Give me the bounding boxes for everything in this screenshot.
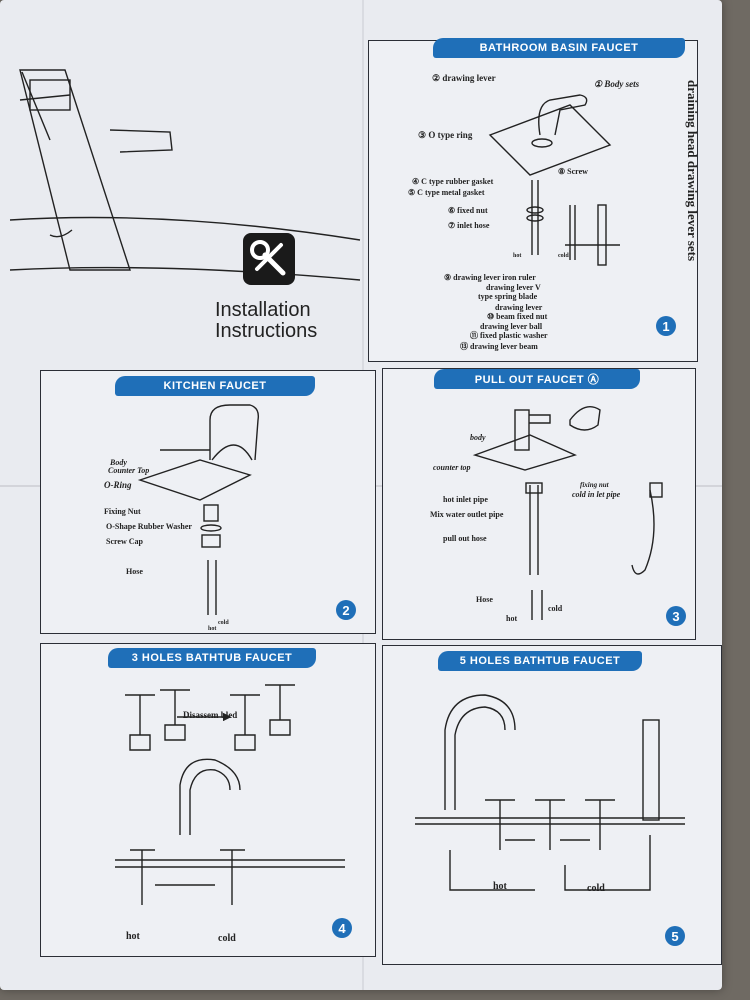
panel-3-holes-bathtub-faucet <box>40 643 376 957</box>
p2-label-washer: O-Shape Rubber Washer <box>106 522 192 531</box>
p2-label-hose: Hose <box>126 567 143 576</box>
panel-bathroom-basin-faucet <box>368 40 698 362</box>
p4-label-cold: cold <box>218 933 236 944</box>
p3-label-body: body <box>470 433 486 442</box>
p5-label-hot: hot <box>493 881 507 892</box>
banner-bathroom-basin-faucet: BATHROOM BASIN FAUCET <box>433 38 685 58</box>
p1-label-ball-1: drawing lever ball <box>480 322 543 331</box>
bathtub-3-holes-diagram <box>115 684 345 905</box>
installation-title: Installation Instructions <box>215 300 317 342</box>
p1-label-v-spring-1: drawing lever V <box>486 283 541 292</box>
p3-label-hot-pipe: hot inlet pipe <box>443 495 488 504</box>
vertical-caption: draining head drawing lever sets <box>685 80 700 262</box>
bathtub-5-holes-diagram <box>415 694 685 891</box>
p3-label-pull-out-hose: pull out hose <box>443 534 487 543</box>
p1-label-inlet-hose: ⑦ inlet hose <box>448 221 490 230</box>
p1-label-beam-nut-1: drawing lever <box>495 303 543 312</box>
pull-out-faucet-diagram <box>472 406 663 620</box>
p1-label-beam: ⑬ drawing lever beam <box>460 342 538 351</box>
p4-label-disassembled: Disassem bled <box>183 710 238 720</box>
p3-label-cold-pipe: cold in let pipe <box>572 490 621 499</box>
p2-label-o-ring: O-Ring <box>104 480 132 490</box>
p3-label-counter-top: counter top <box>433 463 471 472</box>
installation-title-line1: Installation <box>215 299 311 321</box>
banner-5-holes-bathtub-faucet: 5 HOLES BATHTUB FAUCET <box>438 651 642 671</box>
p1-label-metal-gasket: ⑤ C type metal gasket <box>408 188 485 197</box>
wrench-screwdriver-icon <box>243 233 295 285</box>
p1-label-hot: hot <box>513 253 522 259</box>
step-number-5: 5 <box>665 926 685 946</box>
installation-title-line2: Instructions <box>215 320 318 342</box>
p3-label-cold: cold <box>548 604 563 613</box>
cover-faucet-sketch <box>9 69 361 281</box>
p5-label-cold: cold <box>587 883 605 894</box>
p2-label-counter-top: Counter Top <box>108 466 150 475</box>
banner-kitchen-faucet: KITCHEN FAUCET <box>115 376 315 396</box>
panel-5-holes-bathtub-faucet <box>382 645 722 965</box>
p1-label-iron-ruler: ⑨ drawing lever iron ruler <box>444 273 536 282</box>
p4-label-hot: hot <box>126 931 140 942</box>
p2-label-body: Body <box>110 458 127 467</box>
p1-label-drawing-lever: ② drawing lever <box>432 73 496 83</box>
p2-label-screw-cap: Screw Cap <box>106 537 143 546</box>
p1-label-cold: cold <box>558 253 569 259</box>
banner-3-holes-bathtub-faucet: 3 HOLES BATHTUB FAUCET <box>108 648 316 668</box>
basin-faucet-diagram <box>488 94 620 266</box>
p2-label-fixing-nut: Fixing Nut <box>104 507 141 516</box>
p3-label-fixing-nut: fixing nut <box>580 481 609 489</box>
p1-label-screw: ⑧ Screw <box>558 167 588 176</box>
banner-pull-out-faucet: PULL OUT FAUCET Ⓐ <box>434 369 640 389</box>
p1-label-body-sets: ① Body sets <box>594 79 640 89</box>
p3-label-hose: Hose <box>476 595 493 604</box>
p2-label-cold: cold <box>218 620 229 626</box>
p3-label-mix-pipe: Mix water outlet pipe <box>430 510 504 519</box>
step-number-1: 1 <box>656 316 676 336</box>
step-number-3: 3 <box>666 606 686 626</box>
step-number-4: 4 <box>332 918 352 938</box>
p1-label-ball-2: ⑪ fixed plastic washer <box>470 331 548 340</box>
p2-label-hot: hot <box>208 626 217 632</box>
instruction-paper: Installation Instructions BATHROOM BASIN… <box>0 0 722 990</box>
p1-label-rubber-gasket: ④ C type rubber gasket <box>412 177 494 186</box>
p1-label-fixed-nut: ⑥ fixed nut <box>448 206 488 215</box>
p3-label-hot: hot <box>506 614 518 623</box>
p1-label-v-spring-2: type spring blade <box>478 292 538 301</box>
step-number-2: 2 <box>336 600 356 620</box>
panel-pull-out-faucet <box>382 368 696 640</box>
p1-label-beam-nut-2: ⑩ beam fixed nut <box>487 312 548 321</box>
kitchen-faucet-diagram <box>137 404 260 615</box>
p1-label-o-ring: ③ O type ring <box>418 130 473 140</box>
